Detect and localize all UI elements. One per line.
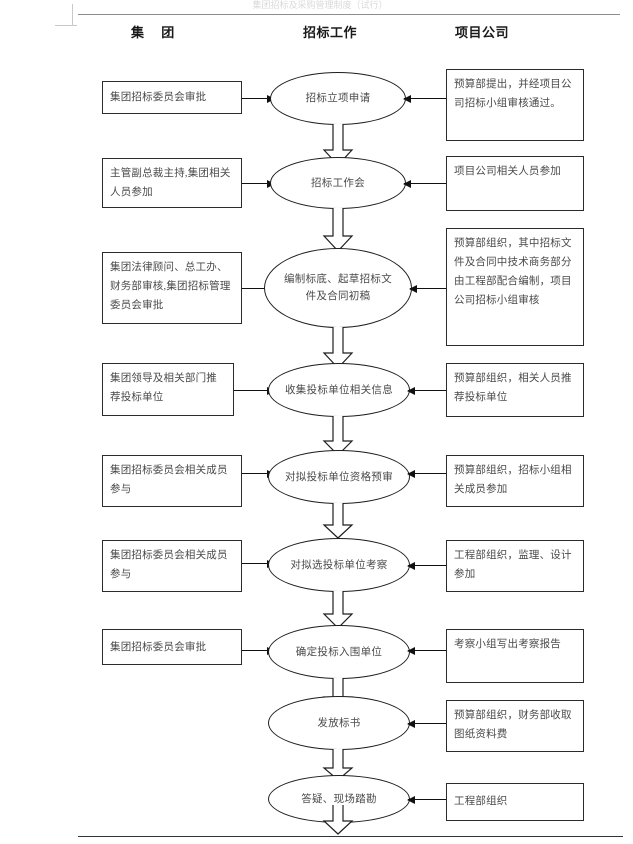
left-box-row-1: 集团招标委员会审批 <box>102 81 242 114</box>
right-box-row-1: 预算部提出，并经项目公司招标小组审核通过。 <box>446 69 584 141</box>
block-arrow-row-9-exit <box>322 805 354 835</box>
column-header-project: 项目公司 <box>455 25 510 40</box>
process-node-row-8: 发放标书 <box>268 696 410 750</box>
right-box-row-4: 预算部组织，相关人员推荐投标单位 <box>446 363 584 417</box>
arrow-right-to-center-row-7 <box>407 646 446 655</box>
arrow-right-to-center-row-4 <box>407 386 446 395</box>
column-header-group: 集 团 <box>131 25 182 40</box>
block-arrow-row-6-to-7 <box>322 591 354 629</box>
arrow-right-to-center-row-3 <box>409 284 446 293</box>
bottom-rule <box>78 836 623 837</box>
arrow-right-to-center-row-1 <box>403 94 446 103</box>
process-node-row-1: 招标立项申请 <box>270 72 406 125</box>
left-box-row-3: 集团法律顾问、总工办、财务部审核,集团招标管理委员会审批 <box>102 252 242 324</box>
right-box-row-9: 工程部组织 <box>446 783 584 821</box>
process-node-row-7: 确定投标入围单位 <box>268 625 410 679</box>
arrow-right-to-center-row-5 <box>407 469 446 478</box>
crop-mark-vertical <box>72 4 73 26</box>
block-arrow-row-2-to-3 <box>322 208 354 252</box>
arrow-right-to-center-row-8 <box>407 719 446 728</box>
arrow-right-to-center-row-2 <box>403 179 446 188</box>
process-node-row-4: 收集投标单位相关信息 <box>268 363 410 417</box>
right-box-row-5: 预算部组织，招标小组相关成员参加 <box>446 455 584 507</box>
left-box-row-6: 集团招标委员会相关成员参与 <box>102 540 242 592</box>
left-box-row-7: 集团招标委员会审批 <box>102 629 242 665</box>
top-rule <box>78 14 620 15</box>
right-box-row-6: 工程部组织，监理、设计参加 <box>446 540 584 592</box>
right-box-row-8: 预算部组织，财务部收取图纸资料费 <box>446 700 584 752</box>
right-box-row-2: 项目公司相关人员参加 <box>446 156 584 211</box>
column-header-bidding: 招标工作 <box>303 25 358 40</box>
right-box-row-3: 预算部组织，其中招标文件及合同中技术商务部分由工程部配合编制，项目公司招标小组审… <box>446 228 584 346</box>
left-box-row-4: 集团领导及相关部门推荐投标单位 <box>102 363 234 416</box>
left-box-row-2: 主管副总裁主持,集团相关人员参加 <box>102 158 242 208</box>
process-node-row-5: 对拟投标单位资格预审 <box>268 450 410 504</box>
left-box-row-5: 集团招标委员会相关成员参与 <box>102 455 242 507</box>
crop-mark-horizontal <box>55 25 77 26</box>
process-node-row-3: 编制标底、起草招标文件及合同初稿 <box>264 248 412 328</box>
process-node-row-6: 对拟选投标单位考察 <box>268 538 410 592</box>
process-node-row-2: 招标工作会 <box>270 157 406 209</box>
arrow-right-to-center-row-6 <box>407 561 446 570</box>
arrow-right-to-center-row-9 <box>407 795 446 804</box>
page-faint-header: 集团招标及采购管理制度（试行） <box>252 0 388 10</box>
block-arrow-row-5-to-6 <box>322 503 354 539</box>
right-box-row-7: 考察小组写出考察报告 <box>446 629 584 683</box>
